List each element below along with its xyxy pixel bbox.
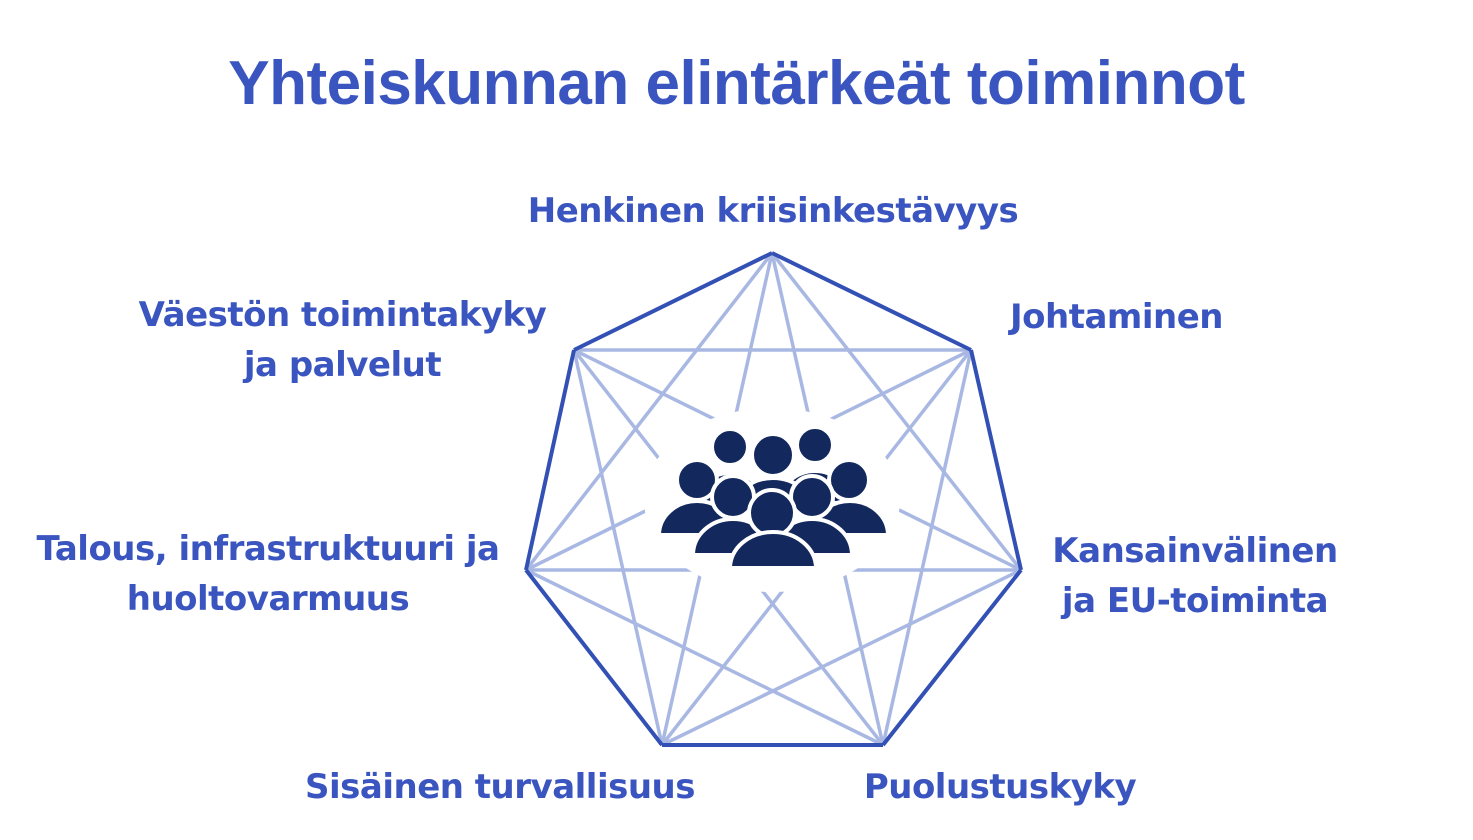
heptagon-edge <box>771 251 972 352</box>
page-title: Yhteiskunnan elintärkeät toiminnot <box>228 49 1245 118</box>
heptagon-outline <box>524 251 1023 747</box>
function-label-international-eu: Kansainvälinen ja EU-toiminta <box>1052 531 1338 621</box>
function-label-defence: Puolustuskyky <box>863 767 1137 807</box>
function-label-internal-security: Sisäinen turvallisuus <box>305 767 695 807</box>
heptagon-edge <box>524 568 664 747</box>
heptagon-edge <box>573 251 773 352</box>
function-label-leadership: Johtaminen <box>1010 297 1223 337</box>
heptagon-edge <box>524 349 576 571</box>
function-label-mental-resilience: Henkinen kriisinkestävyys <box>527 191 1019 231</box>
people-group-icon <box>644 408 900 592</box>
heptagon-diagonal <box>524 251 774 572</box>
function-label-population-services: Väestön toimintakyky ja palvelut <box>138 295 547 385</box>
heptagon-diagonal <box>525 568 884 747</box>
heptagon-edge <box>969 349 1023 571</box>
heptagon-diagonal <box>881 349 973 746</box>
heptagon-diagonal <box>572 349 664 746</box>
function-label-economy-infrastructure: Talous, infrastruktuuri ja huoltovarmuus <box>36 529 500 619</box>
heptagon-diagonal <box>661 568 1022 747</box>
heptagon-edge <box>881 568 1023 747</box>
heptagon-diagonal <box>770 251 1023 572</box>
